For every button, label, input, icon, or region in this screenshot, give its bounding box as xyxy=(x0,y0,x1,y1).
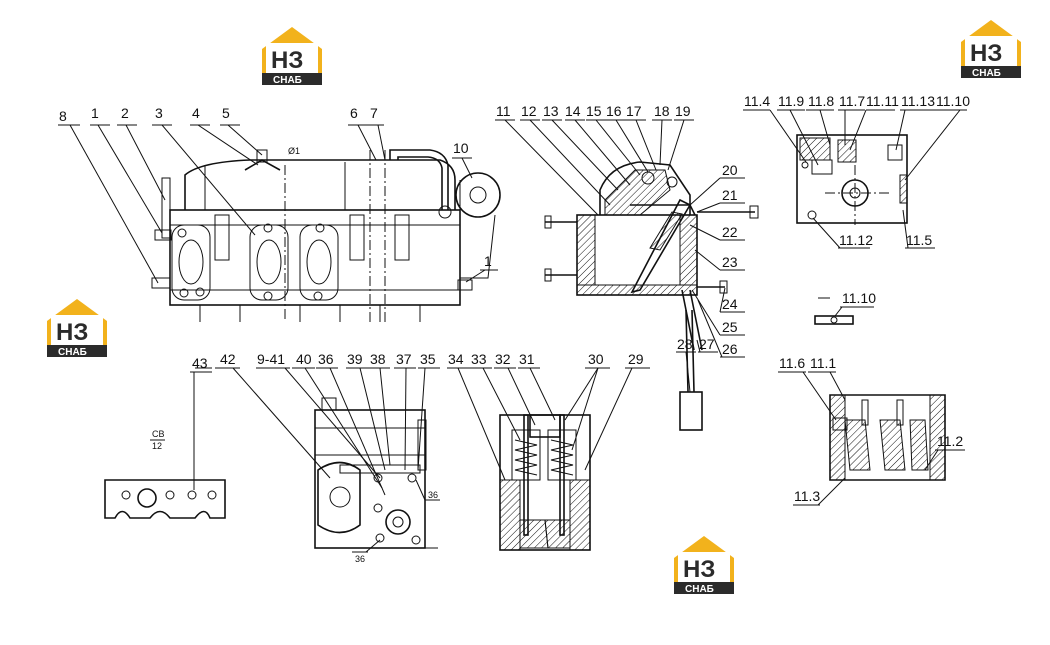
callout-39: 39 xyxy=(347,351,363,367)
logo-top-left: НЗ СНАБ xyxy=(262,27,322,86)
callout-1b: 1 xyxy=(484,253,492,269)
cover-leaders xyxy=(743,109,967,249)
head-leaders xyxy=(58,124,498,284)
callout-11-4: 11.4 xyxy=(744,93,770,109)
callout-29: 29 xyxy=(628,351,644,367)
callout-43: 43 xyxy=(192,355,208,371)
callout-40: 40 xyxy=(296,351,312,367)
cover-detail-view xyxy=(796,134,908,225)
callout-4: 4 xyxy=(192,105,200,121)
callout-20: 20 xyxy=(722,162,738,178)
callout-8: 8 xyxy=(59,108,67,124)
callout-24: 24 xyxy=(722,296,738,312)
callout-1: 1 xyxy=(91,105,99,121)
injector-leaders xyxy=(495,119,745,393)
valve-detail-view xyxy=(829,394,946,481)
callout-5: 5 xyxy=(222,105,230,121)
logo-mark: НЗ xyxy=(970,40,1002,67)
callout-33: 33 xyxy=(471,351,487,367)
callout-36c: 36 xyxy=(355,554,365,564)
valve-section-view xyxy=(499,414,591,551)
cover-callouts: 11.4 11.9 11.8 11.7 11.11 11.13 11.10 11… xyxy=(744,93,970,248)
callout-25: 25 xyxy=(722,319,738,335)
logo-top-right: НЗ СНАБ xyxy=(961,20,1021,79)
callout-10: 10 xyxy=(453,140,469,156)
section-leaders xyxy=(447,367,650,481)
callout-42: 42 xyxy=(220,351,236,367)
washer-detail-view: 11.10 xyxy=(814,290,876,325)
callout-16: 16 xyxy=(606,103,622,119)
callout-11: 11 xyxy=(496,103,511,119)
callout-11-11: 11.11 xyxy=(866,93,899,109)
callout-11-10b: 11.10 xyxy=(842,290,876,306)
injector-callouts: 11 12 13 14 15 16 17 18 19 20 21 22 23 2… xyxy=(496,103,738,357)
logo-mid-left: НЗ СНАБ xyxy=(47,299,107,358)
logo-sub: СНАБ xyxy=(972,68,1001,79)
callout-31: 31 xyxy=(519,351,535,367)
callout-26: 26 xyxy=(722,341,738,357)
callout-12: 12 xyxy=(521,103,537,119)
side-callouts: 42 9-41 40 36 39 38 37 35 36 36 xyxy=(220,351,438,564)
callout-18: 18 xyxy=(654,103,670,119)
callout-30: 30 xyxy=(588,351,604,367)
callout-23: 23 xyxy=(722,254,738,270)
callout-11-9: 11.9 xyxy=(778,93,804,109)
callout-36b: 36 xyxy=(428,490,438,500)
logo-sub: СНАБ xyxy=(58,347,87,358)
callout-14: 14 xyxy=(565,103,581,119)
callout-11-13: 11.13 xyxy=(901,93,935,109)
valve-leaders xyxy=(778,371,965,506)
callout-15: 15 xyxy=(586,103,602,119)
head-mark-text: Ø1 xyxy=(288,146,300,156)
logo-sub: СНАБ xyxy=(685,584,714,595)
callout-22: 22 xyxy=(722,224,738,240)
callout-21: 21 xyxy=(722,187,738,203)
injector-section-view xyxy=(544,161,759,431)
section-callouts: 34 33 32 31 30 29 xyxy=(448,351,644,367)
logo-mark: НЗ xyxy=(683,556,715,583)
callout-6: 6 xyxy=(350,105,358,121)
gasket-note-2: 12 xyxy=(152,441,162,451)
side-leaders xyxy=(195,367,440,553)
callout-35: 35 xyxy=(420,351,436,367)
gasket-view: 43 СВ 12 xyxy=(104,355,226,519)
callout-11-1: 11.1 xyxy=(810,355,836,371)
callout-11-10: 11.10 xyxy=(936,93,970,109)
callout-11-5: 11.5 xyxy=(906,232,932,248)
callout-13: 13 xyxy=(543,103,559,119)
logo-sub: СНАБ xyxy=(273,75,302,86)
logo-mark: НЗ xyxy=(271,47,303,74)
callout-9-41: 9-41 xyxy=(257,351,285,367)
head-callouts: 8 1 2 3 4 5 6 7 10 1 Ø1 xyxy=(59,105,492,269)
gasket-note-1: СВ xyxy=(152,429,165,439)
side-view xyxy=(314,397,427,549)
logo-bottom-center: НЗ СНАБ xyxy=(674,536,734,595)
callout-17: 17 xyxy=(626,103,642,119)
valve-callouts: 11.6 11.1 11.2 11.3 xyxy=(779,355,963,504)
callout-28: 28 xyxy=(677,336,693,352)
callout-38: 38 xyxy=(370,351,386,367)
callout-27: 27 xyxy=(699,336,715,352)
cylinder-head-view xyxy=(151,149,501,322)
callout-19: 19 xyxy=(675,103,691,119)
callout-11-6: 11.6 xyxy=(779,355,805,371)
callout-32: 32 xyxy=(495,351,511,367)
callout-37: 37 xyxy=(396,351,412,367)
callout-11-8: 11.8 xyxy=(808,93,834,109)
callout-7: 7 xyxy=(370,105,378,121)
callout-2: 2 xyxy=(121,105,129,121)
callout-11-7: 11.7 xyxy=(839,93,865,109)
logo-mark: НЗ xyxy=(56,319,88,346)
callout-11-12: 11.12 xyxy=(839,232,873,248)
callout-3: 3 xyxy=(155,105,163,121)
callout-34: 34 xyxy=(448,351,464,367)
callout-11-3: 11.3 xyxy=(794,488,820,504)
callout-11-2: 11.2 xyxy=(937,433,963,449)
callout-36: 36 xyxy=(318,351,334,367)
